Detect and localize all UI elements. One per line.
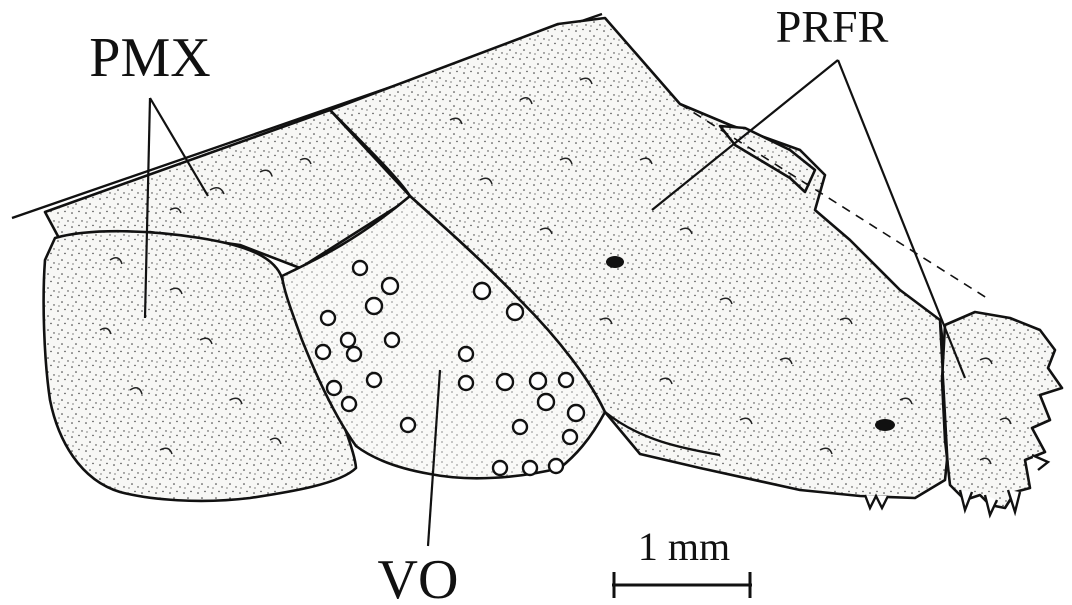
label-prfr: PRFR — [776, 1, 889, 52]
foramen — [606, 256, 624, 268]
marginal-tooth — [1032, 455, 1048, 470]
label-pmx: PMX — [89, 27, 210, 89]
label-vo: VO — [378, 549, 459, 605]
marginal-tooth — [865, 495, 888, 508]
scale-bar — [612, 572, 752, 598]
scale-bar-label: 1 mm — [638, 524, 730, 569]
foramen — [875, 419, 895, 431]
anterior-toothed-piece — [942, 312, 1062, 508]
marginal-tooth — [960, 490, 972, 510]
